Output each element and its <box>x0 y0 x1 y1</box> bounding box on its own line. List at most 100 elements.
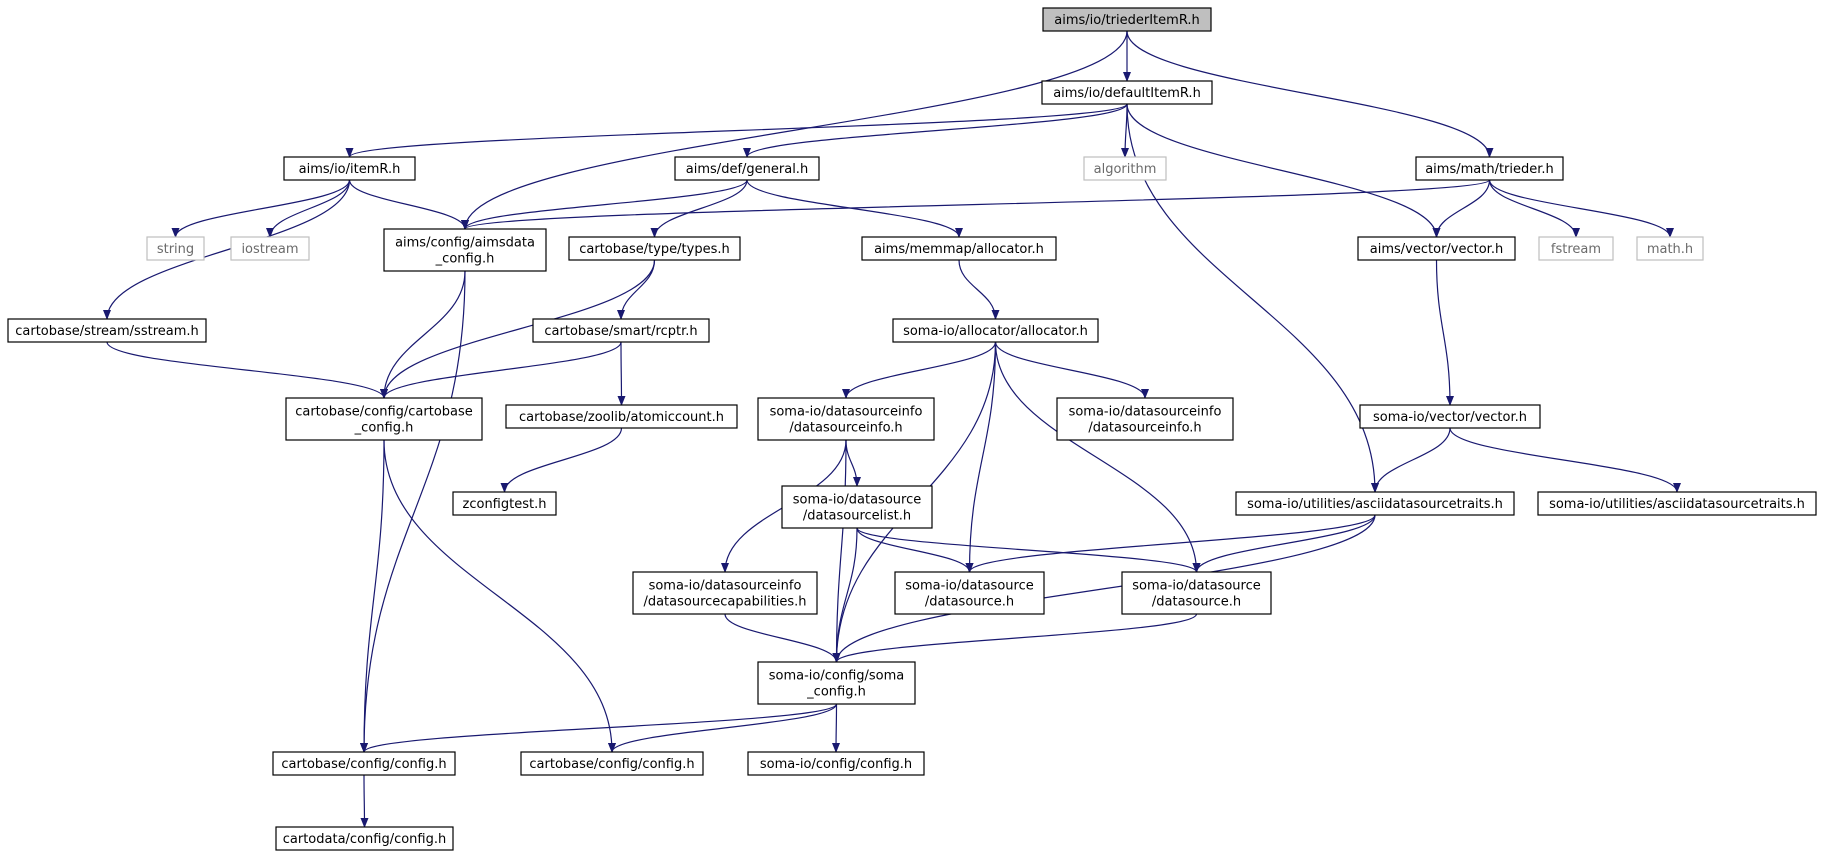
node-label: soma-io/utilities/asciidatasourcetraits.… <box>1549 497 1805 512</box>
node-label: soma-io/config/soma <box>769 669 905 684</box>
node-box <box>383 228 547 272</box>
edge-n9-to-n15 <box>617 259 656 320</box>
node-box <box>1537 491 1817 516</box>
edge-n14-to-n17 <box>106 341 388 399</box>
node-label: _config.h <box>806 685 866 700</box>
node-soma-io-config-config-h[interactable]: soma-io/config/config.h <box>747 751 925 776</box>
node-label: /datasource.h <box>925 595 1014 610</box>
edge-n24-to-n29 <box>832 514 1376 663</box>
node-soma-io-datasource-datasource-h[interactable]: soma-io/datasource/datasource.h <box>1121 571 1272 615</box>
node-label: /datasource.h <box>1152 595 1241 610</box>
edge-n29-to-n32 <box>832 703 841 753</box>
node-aims-io-itemr-h[interactable]: aims/io/itemR.h <box>283 156 416 181</box>
node-box <box>532 318 710 343</box>
node-soma-io-allocator-allocator-h[interactable]: soma-io/allocator/allocator.h <box>892 318 1099 343</box>
edge-n26-to-n29 <box>724 613 841 663</box>
edge-n2-to-n8 <box>348 179 469 230</box>
node-cartobase-stream-sstream-h[interactable]: cartobase/stream/sstream.h <box>7 318 207 343</box>
node-soma-io-datasourceinfo-datasourceinfo-h[interactable]: soma-io/datasourceinfo/datasourceinfo.h <box>1056 397 1234 441</box>
node-label: cartobase/config/cartobase <box>295 405 473 420</box>
edge-n17-to-n30 <box>360 439 385 753</box>
node-label: soma-io/datasourceinfo <box>649 579 802 594</box>
node-label: soma-io/datasourceinfo <box>770 405 923 420</box>
node-aims-memmap-allocator-h[interactable]: aims/memmap/allocator.h <box>861 236 1057 261</box>
edge-n21-to-n24 <box>1371 427 1451 493</box>
node-label: /datasourceinfo.h <box>789 421 902 436</box>
node-soma-io-datasourceinfo-datasourceinfo-h[interactable]: soma-io/datasourceinfo/datasourceinfo.h <box>757 397 935 441</box>
node-label: aims/memmap/allocator.h <box>874 242 1044 257</box>
node-string: string <box>146 236 205 261</box>
edge-n29-to-n31 <box>608 703 838 753</box>
node-aims-io-defaultitemr-h[interactable]: aims/io/defaultItemR.h <box>1041 80 1213 105</box>
node-cartobase-zoolib-atomiccount-h[interactable]: cartobase/zoolib/atomiccount.h <box>505 404 738 429</box>
node-label: aims/vector/vector.h <box>1370 242 1503 257</box>
node-box <box>568 236 741 261</box>
node-label: soma-io/datasource <box>793 493 921 508</box>
node-label: aims/io/triederItemR.h <box>1054 13 1200 28</box>
node-label: string <box>157 242 194 257</box>
node-label: cartobase/stream/sstream.h <box>15 324 199 339</box>
node-label: zconfigtest.h <box>463 497 547 512</box>
edge-n1-to-n3 <box>743 103 1128 158</box>
node-box <box>892 318 1099 343</box>
node-box <box>275 826 454 851</box>
node-label: cartobase/smart/rcptr.h <box>544 324 697 339</box>
node-math-h: math.h <box>1636 236 1704 261</box>
node-cartobase-config-config-h[interactable]: cartobase/config/config.h <box>272 751 456 776</box>
node-aims-config-aimsdata-config-h[interactable]: aims/config/aimsdata_config.h <box>383 228 547 272</box>
node-fstream: fstream <box>1538 236 1614 261</box>
node-zconfigtest-h[interactable]: zconfigtest.h <box>452 491 557 516</box>
node-soma-io-config-soma-config-h[interactable]: soma-io/config/soma_config.h <box>757 661 916 705</box>
edge-n19-to-n29 <box>832 439 847 663</box>
node-box <box>1636 236 1704 261</box>
node-box <box>1121 571 1272 615</box>
edge-n8-to-n17 <box>380 270 466 399</box>
node-cartobase-type-types-h[interactable]: cartobase/type/types.h <box>568 236 741 261</box>
node-soma-io-datasource-datasource-h[interactable]: soma-io/datasource/datasource.h <box>894 571 1045 615</box>
node-cartobase-config-config-h[interactable]: cartobase/config/config.h <box>520 751 704 776</box>
node-box <box>757 661 916 705</box>
edge-n5-to-n12 <box>1488 179 1580 238</box>
node-label: aims/math/trieder.h <box>1425 162 1554 177</box>
node-aims-math-trieder-h[interactable]: aims/math/trieder.h <box>1415 156 1564 181</box>
node-soma-io-utilities-asciidatasourcetraits-h[interactable]: soma-io/utilities/asciidatasourcetraits.… <box>1235 491 1515 516</box>
edge-n18-to-n22 <box>500 427 623 493</box>
edge-n3-to-n8 <box>461 179 748 230</box>
node-label: soma-io/allocator/allocator.h <box>903 324 1088 339</box>
node-cartodata-config-config-h[interactable]: cartodata/config/config.h <box>275 826 454 851</box>
node-label: soma-io/utilities/asciidatasourcetraits.… <box>1247 497 1503 512</box>
edge-n1-to-n11 <box>1126 103 1441 238</box>
node-label: aims/config/aimsdata <box>395 236 535 251</box>
node-cartobase-config-cartobase-config-h[interactable]: cartobase/config/cartobase_config.h <box>285 397 483 441</box>
node-label: /datasourceinfo.h <box>1088 421 1201 436</box>
node-soma-io-datasource-datasourcelist-h[interactable]: soma-io/datasource/datasourcelist.h <box>781 485 933 529</box>
edge-n16-to-n19 <box>842 341 997 399</box>
edge-n23-to-n28 <box>856 527 1201 573</box>
node-soma-io-utilities-asciidatasourcetraits-h[interactable]: soma-io/utilities/asciidatasourcetraits.… <box>1537 491 1817 516</box>
node-label: soma-io/vector/vector.h <box>1373 410 1527 425</box>
node-label: aims/io/itemR.h <box>299 162 401 177</box>
edge-n2-to-n6 <box>171 179 351 238</box>
node-aims-def-general-h[interactable]: aims/def/general.h <box>674 156 820 181</box>
edge-n2-to-n14 <box>103 179 351 320</box>
edge-n28-to-n29 <box>832 613 1198 663</box>
node-cartobase-smart-rcptr-h[interactable]: cartobase/smart/rcptr.h <box>532 318 710 343</box>
node-label: cartobase/config/config.h <box>529 757 694 772</box>
edge-n5-to-n11 <box>1432 179 1491 238</box>
edge-n15-to-n17 <box>380 341 622 399</box>
node-box <box>1041 80 1213 105</box>
edge-n16-to-n20 <box>994 341 1149 399</box>
edge-n8-to-n30 <box>360 270 466 753</box>
edge-n17-to-n31 <box>383 439 616 753</box>
edge-n0-to-n5 <box>1126 30 1494 158</box>
edge-n23-to-n29 <box>832 527 858 663</box>
header-nodes: aims/io/triederItemR.h aims/io/defaultIte… <box>7 7 1817 851</box>
node-box <box>632 571 818 615</box>
node-label: cartobase/type/types.h <box>579 242 729 257</box>
node-soma-io-vector-vector-h[interactable]: soma-io/vector/vector.h <box>1359 404 1541 429</box>
node-aims-vector-vector-h[interactable]: aims/vector/vector.h <box>1357 236 1516 261</box>
node-aims-io-triederitemr-h[interactable]: aims/io/triederItemR.h <box>1042 7 1212 32</box>
node-soma-io-datasourceinfo-datasourcecapabilities-h[interactable]: soma-io/datasourceinfo/datasourcecapabil… <box>632 571 818 615</box>
edge-n15-to-n18 <box>617 341 626 406</box>
edge-n5-to-n13 <box>1488 179 1674 238</box>
